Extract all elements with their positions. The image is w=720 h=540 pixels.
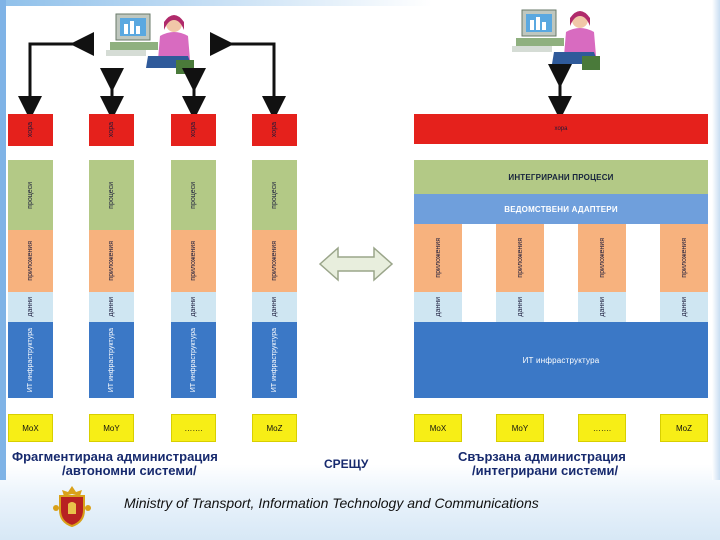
- right-data-label: данни: [516, 297, 524, 317]
- infra-layer: ИТ инфраструктура: [252, 322, 297, 398]
- data-layer-label: данни: [108, 297, 115, 317]
- integrated-processes-layer: ИНТЕГРИРАНИ ПРОЦЕСИ: [414, 160, 708, 194]
- applications-layer-label: приложения: [108, 241, 115, 281]
- unit-box: …….: [578, 414, 626, 442]
- processes-layer-label: процеси: [271, 181, 278, 209]
- right-data-layer: данни: [496, 292, 544, 322]
- right-applications-layer: приложения: [660, 224, 708, 292]
- left-caption: Фрагментирана администрация /автономни с…: [12, 450, 312, 478]
- people-layer: хора: [171, 114, 216, 146]
- right-caption: Свързана администрация /интегрирани сист…: [458, 450, 718, 478]
- right-data-label: данни: [434, 297, 442, 317]
- adapters-layer: ВЕДОМСТВЕНИ АДАПТЕРИ: [414, 194, 708, 224]
- data-layer-label: данни: [190, 297, 197, 317]
- right-caption-line1: Свързана администрация: [458, 449, 626, 464]
- data-layer: данни: [8, 292, 53, 322]
- applications-layer-label: приложения: [27, 241, 34, 281]
- right-applications-label: приложения: [516, 238, 524, 278]
- processes-layer: процеси: [252, 160, 297, 230]
- unit-box: MoX: [414, 414, 462, 442]
- applications-layer: приложения: [8, 230, 53, 292]
- processes-layer-label: процеси: [27, 181, 34, 209]
- unit-box: MoY: [89, 414, 134, 442]
- user-at-computer-icon: [512, 9, 600, 70]
- applications-layer: приложения: [89, 230, 134, 292]
- right-people-layer: хора: [414, 114, 708, 144]
- right-data-layer: данни: [660, 292, 708, 322]
- people-layer-label: хора: [190, 122, 197, 138]
- unit-box: MoZ: [660, 414, 708, 442]
- right-applications-layer: приложения: [414, 224, 462, 292]
- infra-layer: ИТ инфраструктура: [8, 322, 53, 398]
- data-layer-label: данни: [27, 297, 34, 317]
- unit-box: MoY: [496, 414, 544, 442]
- right-applications-label: приложения: [680, 238, 688, 278]
- right-data-label: данни: [598, 297, 606, 317]
- people-layer-label: хора: [108, 122, 115, 138]
- infra-layer: ИТ инфраструктура: [171, 322, 216, 398]
- processes-layer: процеси: [89, 160, 134, 230]
- right-applications-layer: приложения: [496, 224, 544, 292]
- left-caption-line2: /автономни системи/: [62, 463, 197, 478]
- unit-box: MoX: [8, 414, 53, 442]
- right-applications-layer: приложения: [578, 224, 626, 292]
- right-infra-layer: ИТ инфраструктура: [414, 322, 708, 398]
- data-layer: данни: [89, 292, 134, 322]
- infra-layer: ИТ инфраструктура: [89, 322, 134, 398]
- unit-box: MoZ: [252, 414, 297, 442]
- right-data-layer: данни: [578, 292, 626, 322]
- data-layer: данни: [171, 292, 216, 322]
- data-layer: данни: [252, 292, 297, 322]
- user-at-computer-icon: [106, 13, 194, 74]
- people-layer: хора: [252, 114, 297, 146]
- people-layer-label: хора: [271, 122, 278, 138]
- right-data-label: данни: [680, 297, 688, 317]
- top-accent-stripe: [0, 0, 720, 6]
- left-accent-stripe: [0, 0, 6, 480]
- right-accent-stripe: [712, 0, 720, 480]
- left-caption-line1: Фрагментирана администрация: [12, 449, 218, 464]
- infra-layer-label: ИТ инфраструктура: [271, 327, 278, 393]
- processes-layer-label: процеси: [108, 181, 115, 209]
- double-arrow-icon: [318, 246, 394, 282]
- unit-box: …….: [171, 414, 216, 442]
- infra-layer-label: ИТ инфраструктура: [108, 327, 115, 393]
- infra-layer-label: ИТ инфраструктура: [190, 327, 197, 393]
- right-caption-line2: /интегрирани системи/: [472, 463, 619, 478]
- people-layer: хора: [89, 114, 134, 146]
- processes-layer-label: процеси: [190, 181, 197, 209]
- processes-layer: процеси: [171, 160, 216, 230]
- people-layer-label: хора: [27, 122, 34, 138]
- applications-layer: приложения: [171, 230, 216, 292]
- people-layer: хора: [8, 114, 53, 146]
- coat-of-arms-icon: [53, 486, 91, 528]
- data-layer-label: данни: [271, 297, 278, 317]
- right-data-layer: данни: [414, 292, 462, 322]
- applications-layer: приложения: [252, 230, 297, 292]
- processes-layer: процеси: [8, 160, 53, 230]
- versus-label: СРЕЩУ: [324, 457, 369, 471]
- applications-layer-label: приложения: [271, 241, 278, 281]
- infra-layer-label: ИТ инфраструктура: [27, 327, 34, 393]
- applications-layer-label: приложения: [190, 241, 197, 281]
- footer-ministry-name: Ministry of Transport, Information Techn…: [124, 495, 539, 511]
- right-applications-label: приложения: [434, 238, 442, 278]
- right-applications-label: приложения: [598, 238, 606, 278]
